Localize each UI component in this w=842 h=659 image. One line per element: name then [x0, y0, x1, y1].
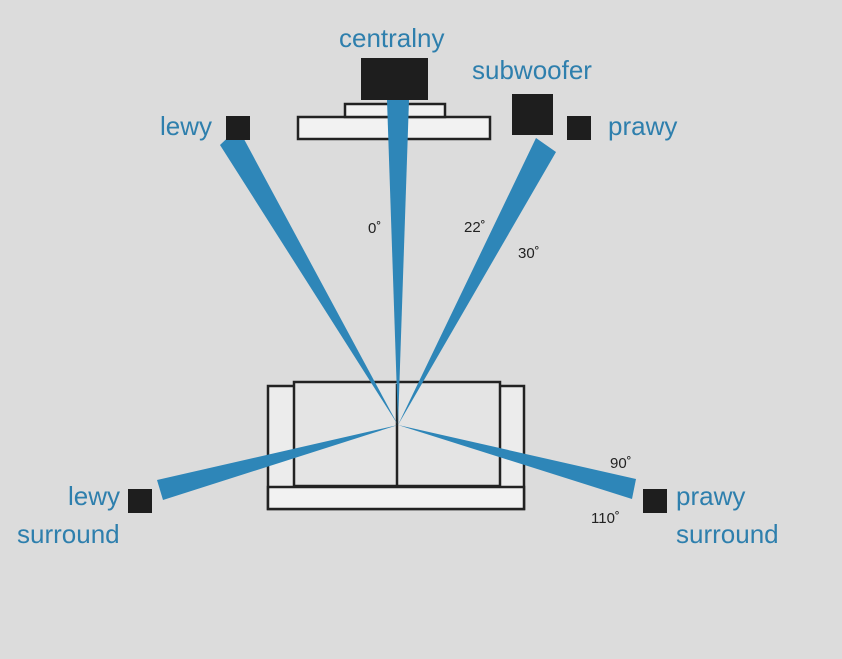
angle-right-outer: 30˚	[518, 245, 540, 262]
sofa-seat-front	[266, 485, 526, 511]
label-right-surround-line2: surround	[676, 519, 779, 549]
angle-center: 0˚	[368, 220, 381, 237]
speaker-left-surround	[128, 489, 152, 513]
speaker-right-surround	[643, 489, 667, 513]
label-center: centralny	[339, 23, 445, 53]
speaker-center	[361, 58, 428, 100]
label-left: lewy	[160, 111, 212, 141]
label-right: prawy	[608, 111, 677, 141]
speaker-left	[226, 116, 250, 140]
angle-surround-outer: 110˚	[591, 510, 620, 527]
beam-right-surround	[398, 425, 636, 499]
beam-right	[398, 138, 556, 425]
angle-right-inner: 22˚	[464, 219, 486, 236]
beam-center	[387, 100, 409, 425]
label-subwoofer: subwoofer	[472, 55, 592, 85]
beam-left	[220, 128, 398, 425]
beam-left-surround	[157, 425, 398, 500]
beams	[157, 100, 636, 500]
speaker-right	[567, 116, 591, 140]
speaker-subwoofer	[512, 94, 553, 135]
label-right-surround-line1: prawy	[676, 481, 745, 511]
angle-surround-inner: 90˚	[610, 455, 632, 472]
speakers	[128, 58, 667, 513]
label-left-surround-line2: surround	[17, 519, 120, 549]
label-left-surround-line1: lewy	[68, 481, 120, 511]
